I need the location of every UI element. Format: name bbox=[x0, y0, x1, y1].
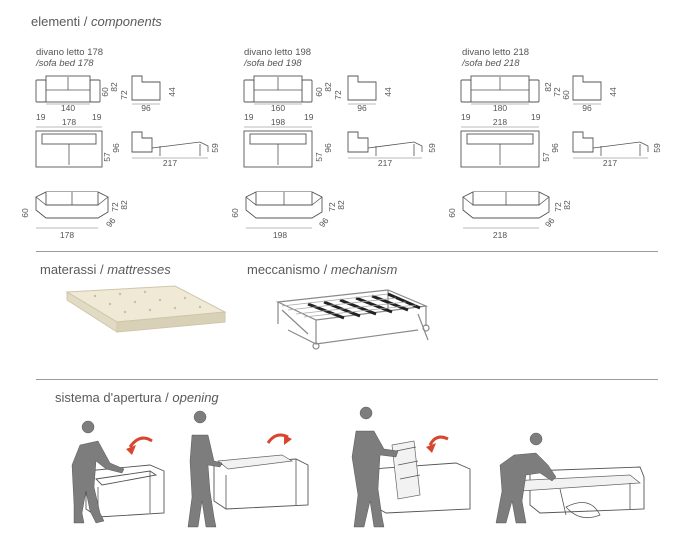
svg-text:82: 82 bbox=[119, 200, 129, 210]
front-view-178: 140 19 19 60 82 72 bbox=[35, 75, 129, 122]
svg-text:217: 217 bbox=[378, 158, 392, 168]
svg-text:96: 96 bbox=[317, 215, 331, 229]
opening-steps bbox=[71, 406, 645, 528]
mattresses-title: materassi / mattresses bbox=[40, 262, 171, 277]
svg-text:82: 82 bbox=[109, 82, 119, 92]
arrow-icon bbox=[426, 443, 436, 453]
svg-text:218: 218 bbox=[493, 117, 507, 127]
svg-text:82: 82 bbox=[323, 82, 333, 92]
front-arm-left-178: 19 bbox=[36, 112, 46, 122]
svg-text:178: 178 bbox=[62, 117, 76, 127]
svg-text:218: 218 bbox=[493, 230, 507, 240]
iso-view-178: 178 96 60 72 82 bbox=[20, 191, 129, 240]
top-view-218: 218 57 96 bbox=[460, 117, 560, 168]
top-view-178: 178 57 96 bbox=[35, 117, 121, 168]
svg-text:180: 180 bbox=[493, 103, 507, 113]
svg-text:44: 44 bbox=[383, 87, 393, 97]
svg-text:198: 198 bbox=[273, 230, 287, 240]
svg-text:60: 60 bbox=[100, 87, 110, 97]
opening-step-3 bbox=[351, 406, 471, 528]
svg-text:96: 96 bbox=[543, 215, 557, 229]
svg-text:72: 72 bbox=[110, 202, 120, 212]
svg-text:96: 96 bbox=[582, 103, 592, 113]
mechanism-title: meccanismo / mechanism bbox=[247, 262, 398, 277]
svg-text:72: 72 bbox=[553, 202, 563, 212]
front-view-218: 180 19 19 82 72 60 bbox=[460, 75, 571, 122]
svg-text:82: 82 bbox=[543, 82, 553, 92]
open-view-218: 217 59 bbox=[572, 131, 662, 168]
svg-text:82: 82 bbox=[336, 200, 346, 210]
svg-text:19: 19 bbox=[304, 112, 314, 122]
open-view-198: 217 59 bbox=[347, 131, 437, 168]
svg-text:19: 19 bbox=[531, 112, 541, 122]
model-label-218: divano letto 218/sofa bed 218 bbox=[462, 47, 530, 69]
svg-text:72: 72 bbox=[333, 90, 343, 100]
svg-text:57: 57 bbox=[541, 152, 551, 162]
svg-text:217: 217 bbox=[603, 158, 617, 168]
model-label-178: divano letto 178/sofa bed 178 bbox=[36, 47, 104, 69]
svg-text:57: 57 bbox=[314, 152, 324, 162]
svg-text:60: 60 bbox=[447, 208, 457, 218]
svg-text:72: 72 bbox=[119, 90, 129, 100]
svg-text:44: 44 bbox=[608, 87, 618, 97]
svg-text:44: 44 bbox=[167, 87, 177, 97]
arrow-icon bbox=[284, 435, 292, 445]
front-seat-width-178: 140 bbox=[61, 103, 75, 113]
svg-text:96: 96 bbox=[141, 103, 151, 113]
svg-text:72: 72 bbox=[552, 87, 562, 97]
svg-text:178: 178 bbox=[60, 230, 74, 240]
svg-text:60: 60 bbox=[230, 208, 240, 218]
arrow-icon bbox=[126, 445, 136, 455]
mattress-image bbox=[65, 285, 227, 333]
opening-step-4 bbox=[495, 432, 645, 524]
svg-text:60: 60 bbox=[20, 208, 30, 218]
svg-text:96: 96 bbox=[550, 143, 560, 153]
svg-text:57: 57 bbox=[102, 152, 112, 162]
svg-text:19: 19 bbox=[244, 112, 254, 122]
side-view-218: 96 44 bbox=[572, 75, 618, 113]
front-view-198: 160 19 19 60 82 72 bbox=[243, 75, 343, 122]
iso-view-218: 218 96 60 72 82 bbox=[447, 191, 572, 240]
top-view-198: 198 57 96 bbox=[243, 117, 333, 168]
svg-text:59: 59 bbox=[427, 143, 437, 153]
front-arm-right-178: 19 bbox=[92, 112, 102, 122]
svg-text:60: 60 bbox=[314, 87, 324, 97]
svg-text:96: 96 bbox=[104, 215, 118, 229]
iso-view-198: 198 96 60 72 82 bbox=[230, 191, 346, 240]
svg-text:82: 82 bbox=[562, 200, 572, 210]
section-divider bbox=[36, 251, 658, 252]
model-label-198: divano letto 198/sofa bed 198 bbox=[244, 47, 312, 69]
svg-text:60: 60 bbox=[561, 90, 571, 100]
technical-drawings: 140 19 19 60 82 72 96 44 178 57 96 217 5… bbox=[20, 75, 662, 240]
svg-text:72: 72 bbox=[327, 202, 337, 212]
svg-text:160: 160 bbox=[271, 103, 285, 113]
svg-text:217: 217 bbox=[163, 158, 177, 168]
section-divider bbox=[36, 379, 658, 380]
mechanism-image bbox=[275, 289, 430, 350]
side-view-178: 96 44 bbox=[131, 75, 177, 113]
svg-text:59: 59 bbox=[652, 143, 662, 153]
svg-text:96: 96 bbox=[357, 103, 367, 113]
svg-text:19: 19 bbox=[461, 112, 471, 122]
open-view-178: 217 59 bbox=[131, 131, 220, 168]
svg-text:59: 59 bbox=[210, 143, 220, 153]
svg-text:198: 198 bbox=[271, 117, 285, 127]
opening-title: sistema d'apertura / opening bbox=[55, 390, 219, 405]
components-title: elementi / components bbox=[31, 14, 162, 29]
opening-step-2 bbox=[187, 410, 309, 528]
svg-text:96: 96 bbox=[323, 143, 333, 153]
opening-step-1 bbox=[71, 420, 165, 524]
side-view-198: 96 44 bbox=[347, 75, 393, 113]
svg-text:96: 96 bbox=[111, 143, 121, 153]
